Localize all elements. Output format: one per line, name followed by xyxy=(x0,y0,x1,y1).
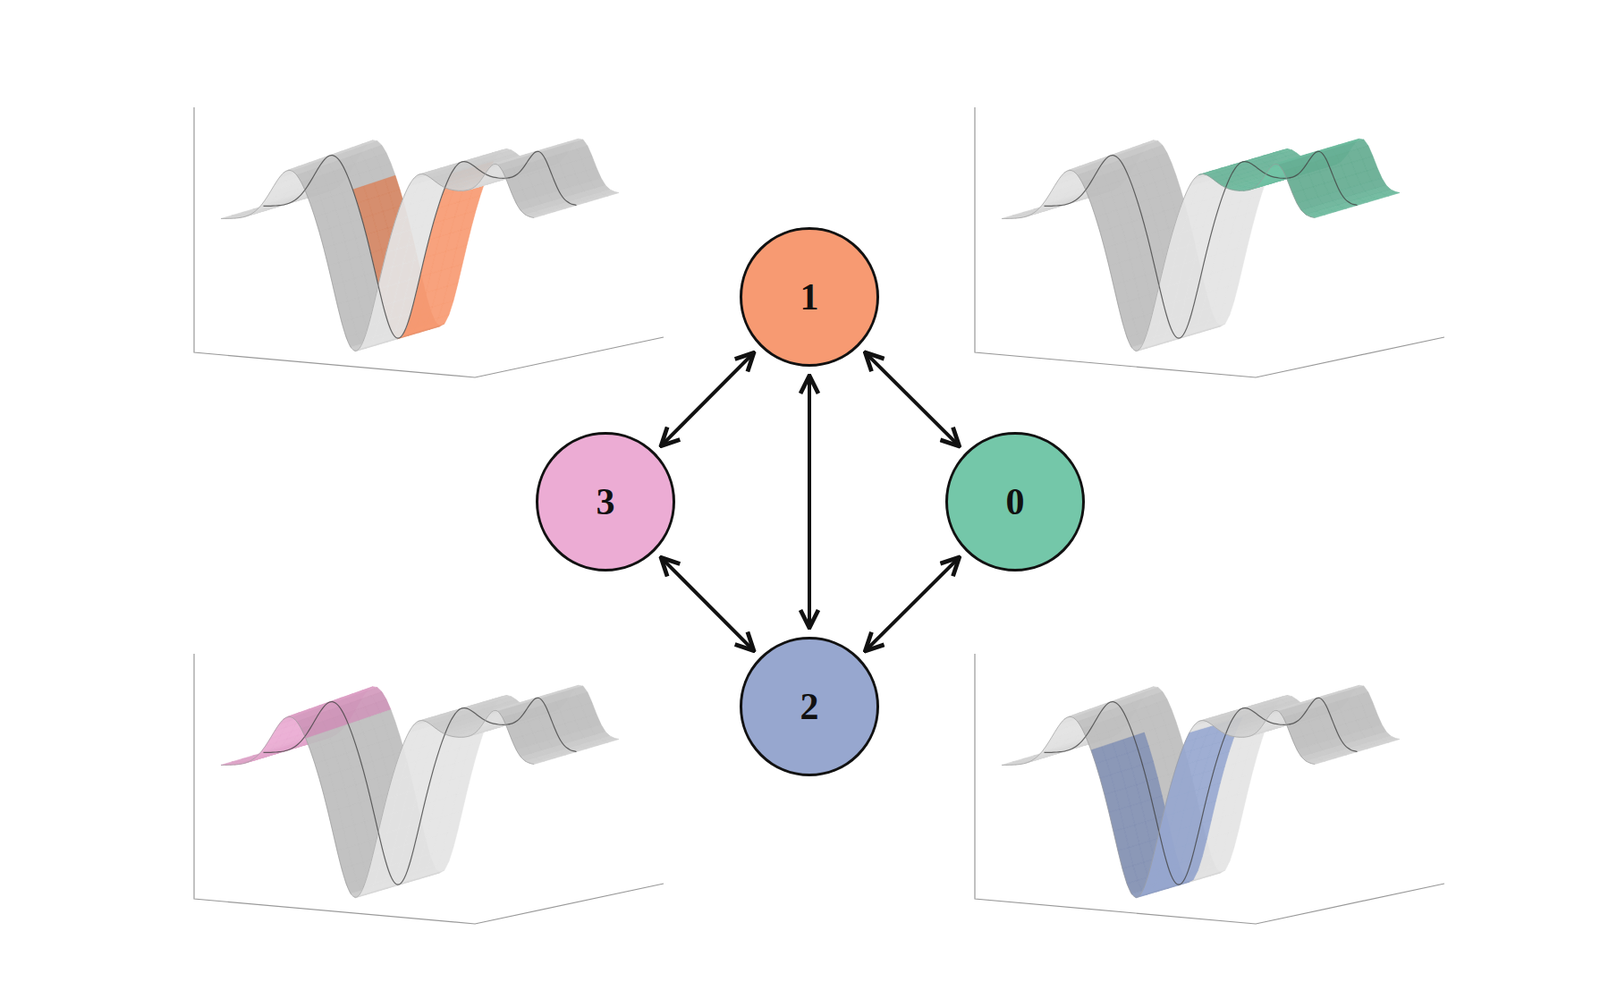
surface-cell xyxy=(332,281,348,305)
surface-cell xyxy=(1149,304,1165,326)
surface-cell xyxy=(323,791,339,813)
ridge-line xyxy=(220,163,534,351)
surface-cell xyxy=(386,778,402,799)
surface-plot xyxy=(194,107,664,378)
surface-cell xyxy=(386,232,402,253)
surface-cell xyxy=(368,304,384,326)
surface-cell xyxy=(337,301,353,323)
surface-cell xyxy=(364,322,380,340)
surface-cell xyxy=(1108,262,1125,286)
surface-cell xyxy=(1104,245,1120,267)
surface-plot xyxy=(974,107,1445,378)
axis-frame xyxy=(194,107,664,378)
surface-cell xyxy=(319,228,335,248)
surface-cell xyxy=(328,262,344,286)
axis-frame xyxy=(974,107,1445,378)
ridge-line xyxy=(1001,163,1315,351)
ridge-line xyxy=(220,710,534,898)
ridge-line xyxy=(1044,151,1358,339)
surface-cell xyxy=(1144,322,1160,340)
surface-cell xyxy=(368,851,384,872)
surface-cell xyxy=(390,217,407,236)
axis-frame xyxy=(974,653,1445,924)
surface-plot xyxy=(974,653,1445,924)
surface-cell xyxy=(1117,301,1134,323)
surface-cell xyxy=(319,774,335,795)
surface-plot xyxy=(194,653,664,924)
surface-cell xyxy=(337,847,353,870)
ridge-line xyxy=(263,151,577,339)
surface-cell xyxy=(328,809,344,832)
surface-cell xyxy=(332,828,348,851)
surface-cell xyxy=(390,763,407,782)
axis-frame xyxy=(194,653,664,924)
surface-cell xyxy=(1171,217,1187,236)
surface-cell xyxy=(364,869,380,887)
ridge-line xyxy=(263,697,577,885)
surface-cell xyxy=(1167,232,1183,253)
surface-cell xyxy=(1113,281,1129,305)
surface-cell xyxy=(323,245,339,267)
surface-cell xyxy=(1100,228,1116,248)
